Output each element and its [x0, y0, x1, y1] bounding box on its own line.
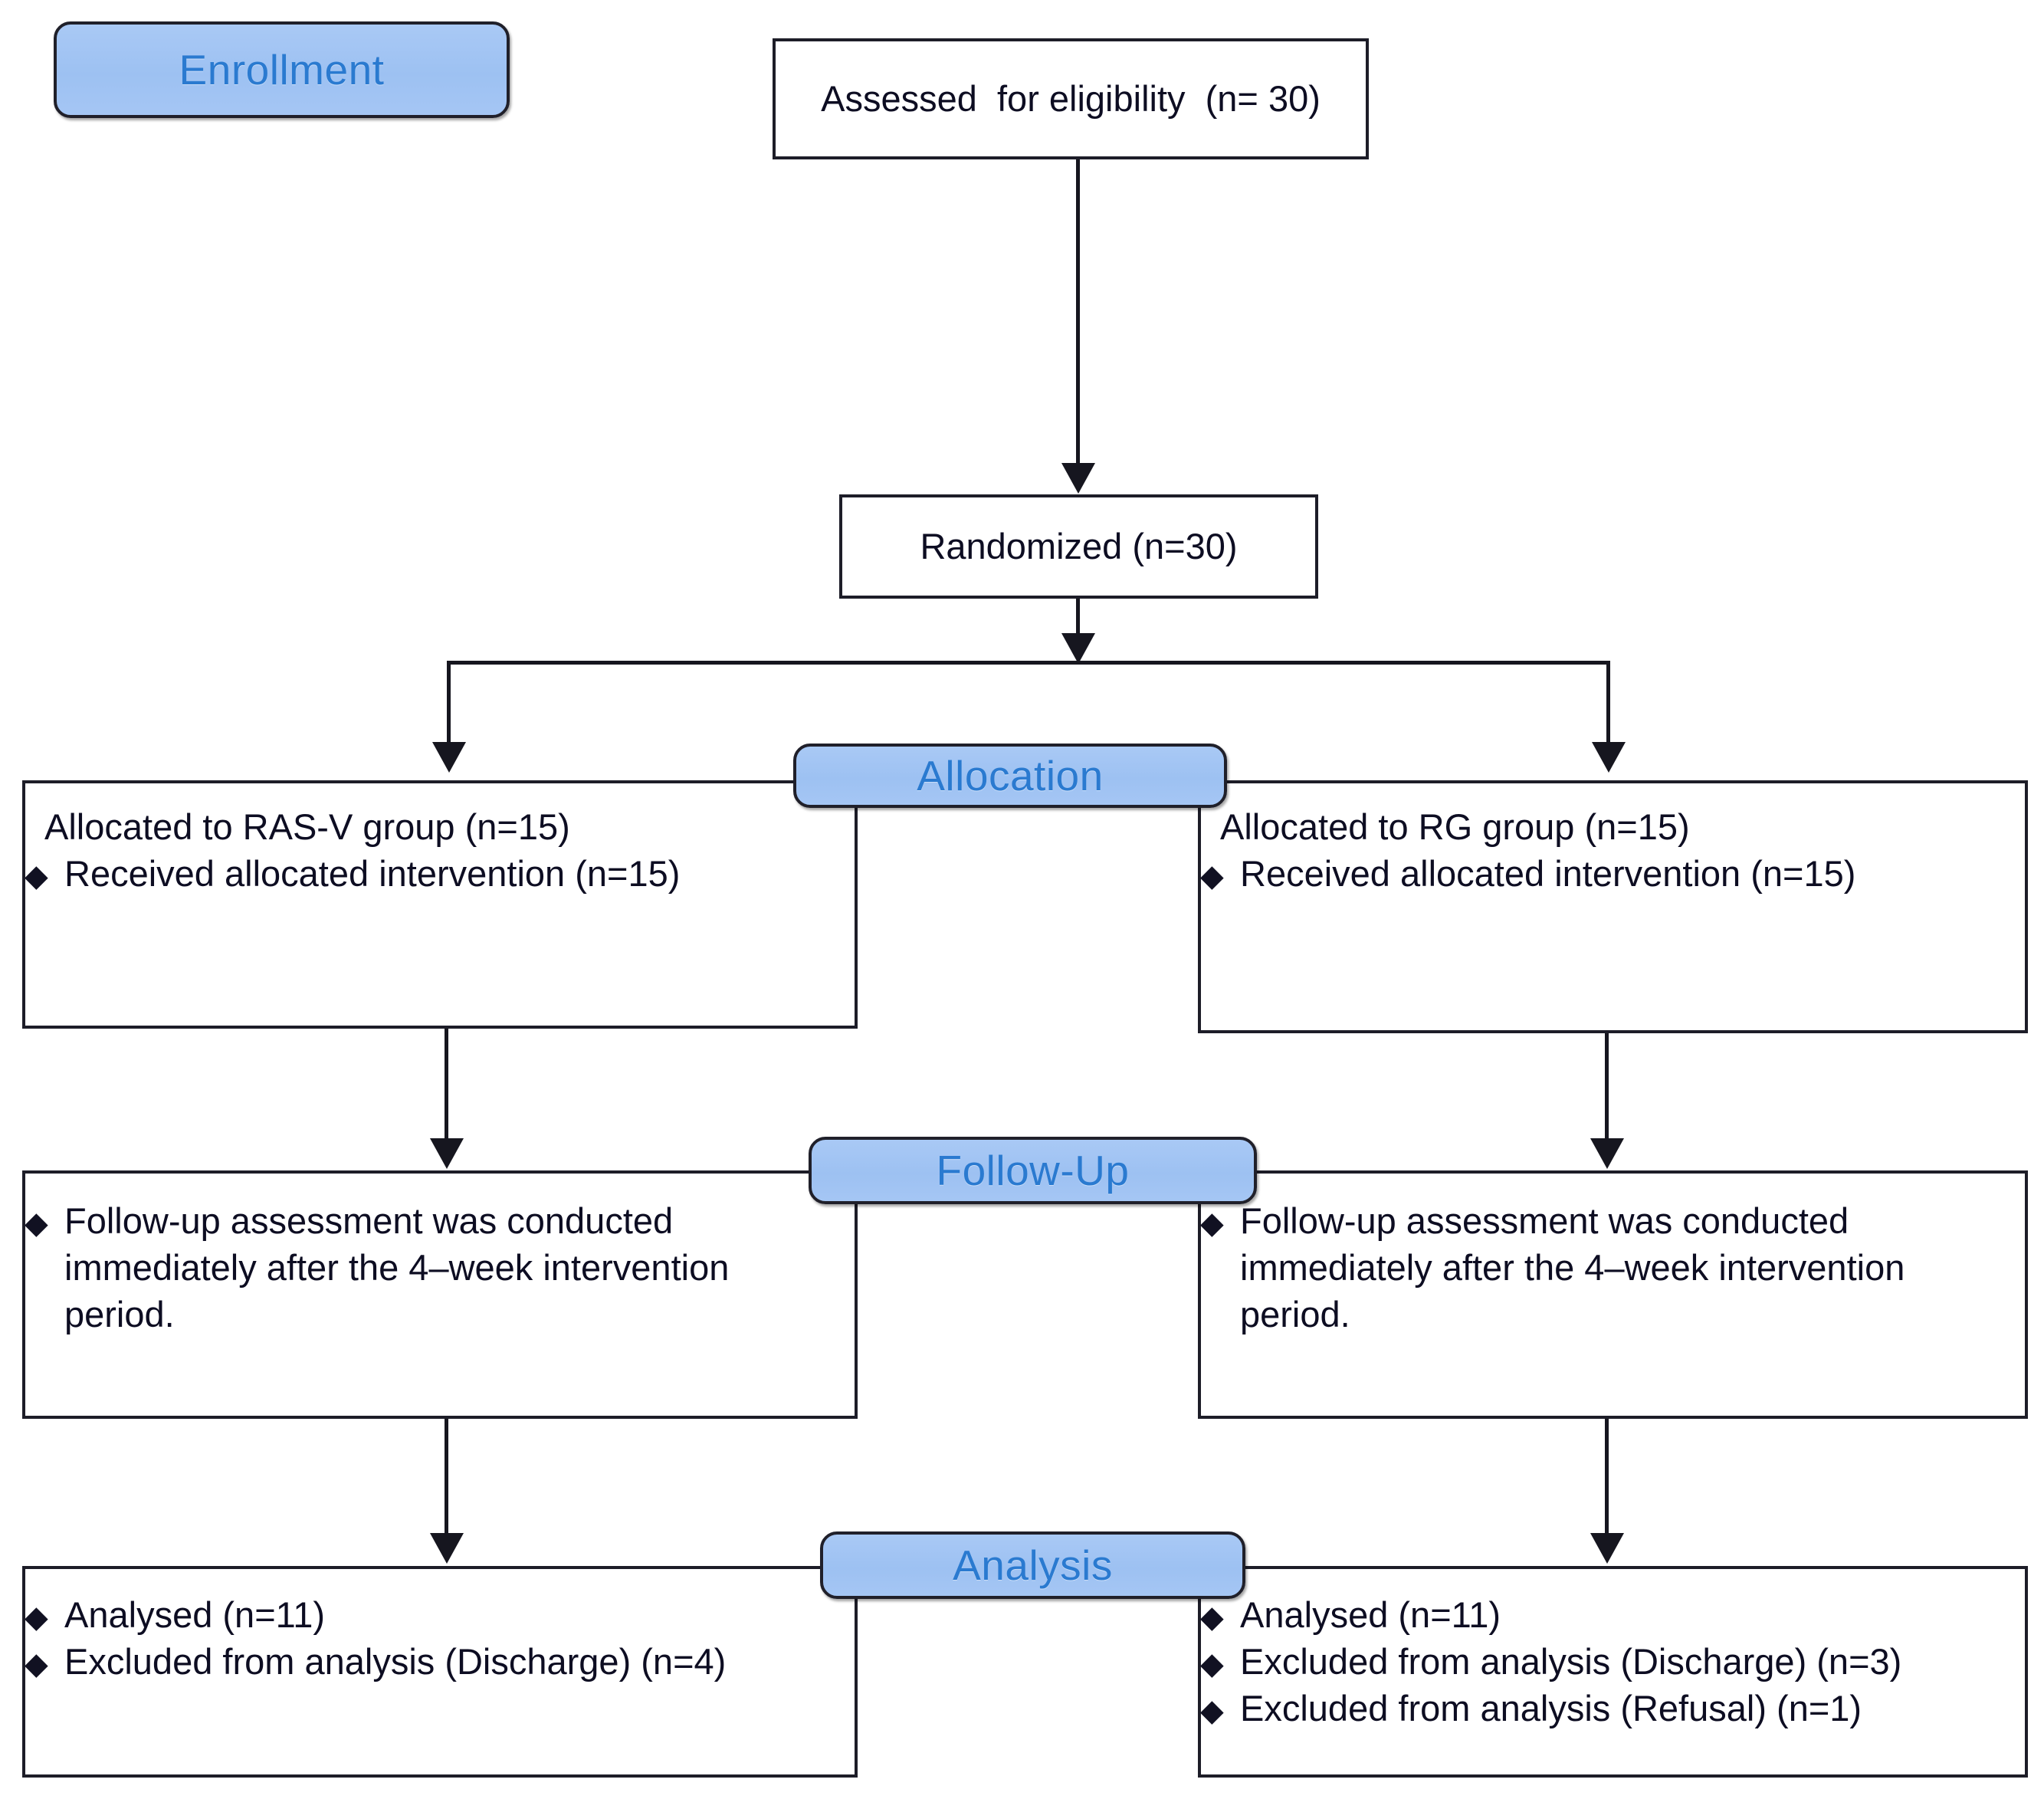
analysis-right-item-1: ◆ Excluded from analysis (Discharge) (n=3…	[1200, 1638, 2010, 1685]
allocation-left-item-0: ◆ Received allocated intervention (n=15)	[25, 850, 834, 897]
stage-label-analysis: Analysis	[953, 1541, 1113, 1589]
followup-left-item-0: ◆ Follow-up assessment was conducted imme…	[25, 1197, 826, 1338]
allocation-right-content: Allocated to RG group (n=15) ◆ Received a…	[1200, 803, 2010, 897]
arrowhead-left-allocation	[432, 742, 466, 773]
diamond-bullet-icon: ◆	[1200, 1647, 1224, 1682]
connector-assessed-to-randomized	[1076, 159, 1080, 466]
diamond-bullet-icon: ◆	[25, 859, 48, 894]
connector-split-horizontal	[448, 661, 1610, 665]
arrowhead-right-followup	[1590, 1138, 1624, 1169]
arrowhead-randomized-split	[1061, 633, 1095, 664]
followup-left-content: ◆ Follow-up assessment was conducted imme…	[25, 1197, 826, 1338]
diamond-bullet-icon: ◆	[25, 1600, 48, 1634]
followup-right-content: ◆ Follow-up assessment was conducted imme…	[1200, 1197, 2002, 1338]
followup-right-item-0-text: Follow-up assessment was conducted immed…	[1240, 1200, 1905, 1335]
stage-label-allocation: Allocation	[917, 751, 1104, 799]
analysis-right-item-2: ◆ Excluded from analysis (Refusal) (n=1)	[1200, 1685, 2010, 1732]
analysis-box-left	[22, 1566, 858, 1778]
node-assessed-for-eligibility: Assessed for eligibility (n= 30)	[773, 38, 1369, 159]
followup-left-item-0-text: Follow-up assessment was conducted immed…	[64, 1200, 730, 1335]
stage-label-enrollment: Enrollment	[179, 45, 385, 94]
analysis-box-right	[1198, 1566, 2028, 1778]
arrowhead-right-analysis	[1590, 1533, 1624, 1564]
analysis-left-content: ◆ Analysed (n=11) ◆ Excluded from analysis…	[25, 1591, 834, 1685]
allocation-box-left	[22, 780, 858, 1029]
arrowhead-left-analysis	[430, 1533, 464, 1564]
arrowhead-assessed-to-randomized	[1061, 463, 1095, 494]
connector-left-allocation-to-followup	[445, 1029, 448, 1140]
node-randomized: Randomized (n=30)	[839, 494, 1318, 599]
connector-right-allocation-to-followup	[1605, 1033, 1609, 1140]
analysis-left-item-0-text: Analysed (n=11)	[64, 1594, 326, 1635]
diamond-bullet-icon: ◆	[1200, 859, 1224, 894]
node-randomized-label: Randomized (n=30)	[920, 525, 1238, 566]
diamond-bullet-icon: ◆	[1200, 1206, 1224, 1240]
followup-box-left	[22, 1170, 858, 1419]
allocation-right-title: Allocated to RG group (n=15)	[1220, 806, 1690, 847]
diamond-bullet-icon: ◆	[25, 1647, 48, 1682]
analysis-right-item-1-text: Excluded from analysis (Discharge) (n=3)	[1240, 1641, 1902, 1682]
allocation-box-right	[1198, 780, 2028, 1033]
analysis-left-item-0: ◆ Analysed (n=11)	[25, 1591, 834, 1638]
allocation-left-item-0-text: Received allocated intervention (n=15)	[64, 853, 681, 895]
diamond-bullet-icon: ◆	[1200, 1600, 1224, 1634]
stage-badge-follow-up: Follow-Up	[809, 1137, 1257, 1204]
connector-randomized-stem	[1076, 599, 1080, 637]
stage-badge-allocation: Allocation	[793, 744, 1227, 808]
analysis-right-content: ◆ Analysed (n=11) ◆ Excluded from analysis…	[1200, 1591, 2010, 1732]
connector-right-followup-to-analysis	[1605, 1419, 1609, 1535]
allocation-right-item-0: ◆ Received allocated intervention (n=15)	[1200, 850, 2010, 897]
connector-left-followup-to-analysis	[445, 1419, 448, 1535]
allocation-left-content: Allocated to RAS-V group (n=15) ◆ Receive…	[25, 803, 834, 897]
analysis-right-item-0: ◆ Analysed (n=11)	[1200, 1591, 2010, 1638]
node-assessed-label: Assessed for eligibility (n= 30)	[821, 77, 1321, 119]
diamond-bullet-icon: ◆	[1200, 1694, 1224, 1728]
followup-right-item-0: ◆ Follow-up assessment was conducted imme…	[1200, 1197, 2002, 1338]
analysis-left-item-1: ◆ Excluded from analysis (Discharge) (n=4…	[25, 1638, 834, 1685]
stage-label-follow-up: Follow-Up	[936, 1146, 1130, 1194]
allocation-right-item-0-text: Received allocated intervention (n=15)	[1240, 853, 1856, 895]
followup-box-right	[1198, 1170, 2028, 1419]
analysis-right-item-2-text: Excluded from analysis (Refusal) (n=1)	[1240, 1688, 1862, 1729]
analysis-left-item-1-text: Excluded from analysis (Discharge) (n=4)	[64, 1641, 727, 1682]
stage-badge-enrollment: Enrollment	[54, 21, 510, 118]
connector-split-to-left-allocation	[447, 661, 451, 745]
arrowhead-left-followup	[430, 1138, 464, 1169]
allocation-left-title: Allocated to RAS-V group (n=15)	[44, 806, 570, 847]
stage-badge-analysis: Analysis	[820, 1531, 1245, 1599]
arrowhead-right-allocation	[1592, 742, 1626, 773]
analysis-right-item-0-text: Analysed (n=11)	[1240, 1594, 1501, 1635]
diamond-bullet-icon: ◆	[25, 1206, 48, 1240]
connector-split-to-right-allocation	[1606, 661, 1610, 745]
